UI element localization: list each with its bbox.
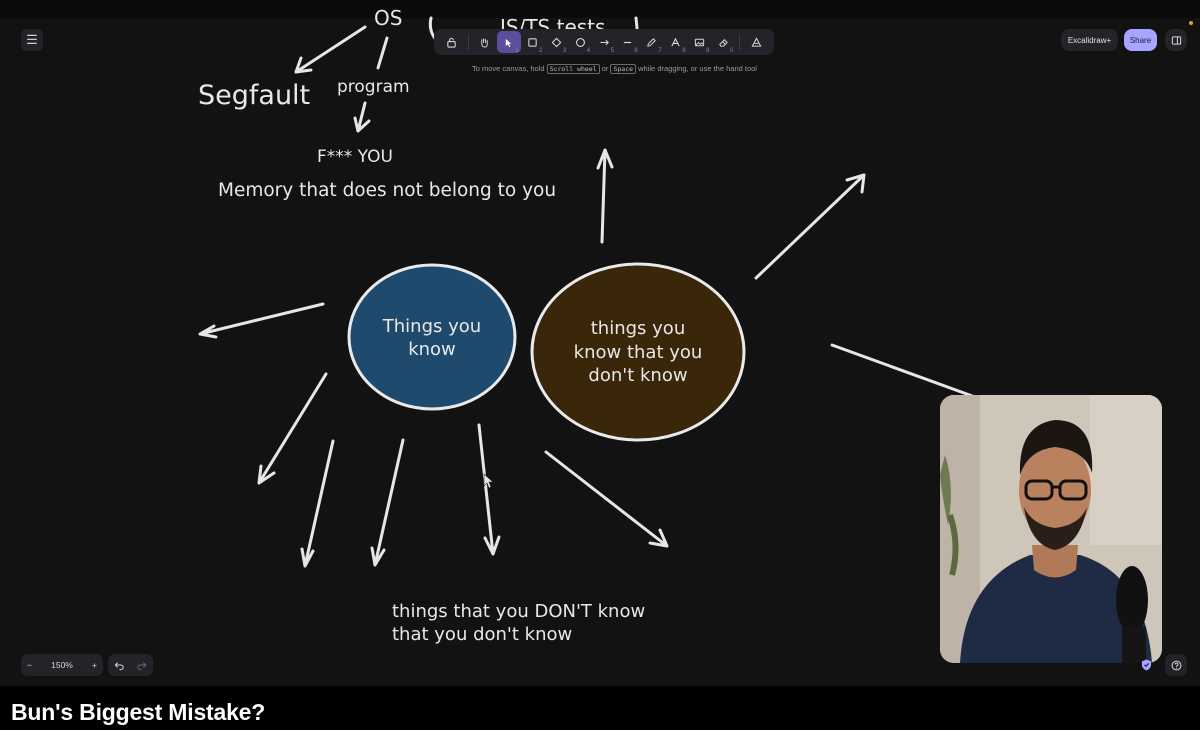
eraser-icon — [719, 38, 728, 47]
help-icon — [1171, 660, 1181, 670]
excalidraw-plus-button[interactable]: Excalidraw+ — [1061, 29, 1118, 51]
circle-ku-line-1: things you — [591, 318, 685, 339]
image-tool[interactable]: 9 — [688, 31, 712, 54]
os-label: OS — [374, 6, 402, 30]
canvas-hint: To move canvas, hold Scroll wheel or Spa… — [472, 64, 757, 74]
tool-shortcut: 2 — [539, 48, 543, 54]
toolbar-divider — [467, 34, 469, 50]
hint-key-scroll-wheel: Scroll wheel — [546, 64, 600, 74]
tool-shortcut: 7 — [658, 48, 662, 54]
lock-tool[interactable] — [440, 31, 464, 53]
unknown-unknowns-line-2: that you don't know — [392, 624, 572, 645]
recording-dot — [1189, 21, 1193, 25]
segfault-label: Segfault — [198, 80, 310, 111]
arrow-tool[interactable]: 5 — [592, 31, 616, 54]
hand-tool[interactable] — [473, 31, 497, 53]
arrow-down-right — [544, 450, 669, 548]
webcam-overlay — [940, 395, 1162, 663]
tool-shortcut: 9 — [706, 48, 710, 54]
hamburger-icon: ☰ — [26, 32, 38, 47]
rectangle-tool[interactable]: 2 — [521, 31, 545, 54]
diamond-tool[interactable]: 3 — [544, 31, 568, 54]
more-tools-icon — [751, 36, 762, 47]
redo-icon[interactable] — [136, 660, 147, 671]
arrow-up-center — [596, 148, 614, 244]
sidebar-icon — [1171, 35, 1181, 45]
help-button[interactable] — [1165, 654, 1187, 676]
tool-shortcut: 5 — [610, 48, 614, 54]
lock-icon — [447, 37, 457, 48]
line-tool[interactable]: 6 — [616, 31, 640, 54]
line-icon — [624, 41, 632, 43]
pencil-tool[interactable]: 7 — [640, 31, 664, 54]
zoom-in-button[interactable]: + — [92, 660, 97, 670]
circle-things-you-know-dont-know — [530, 262, 746, 442]
rectangle-icon — [528, 37, 537, 47]
program-label: program — [337, 77, 410, 97]
hint-suffix: while dragging, or use the hand tool — [638, 64, 757, 73]
presenter-video — [940, 395, 1162, 663]
arrow-os-to-segfault — [294, 25, 367, 74]
zoom-out-button[interactable]: − — [27, 660, 32, 670]
ellipse-icon — [575, 37, 585, 47]
drawing-canvas[interactable]: OS JS/TS tests Segfault program F*** YOU… — [0, 0, 1200, 686]
hint-prefix: To move canvas, hold — [472, 64, 545, 73]
memory-label: Memory that does not belong to you — [218, 180, 556, 201]
tool-shortcut: 1 — [515, 48, 519, 54]
main-menu-button[interactable]: ☰ — [21, 29, 43, 51]
tool-shortcut: 6 — [634, 48, 638, 54]
hand-icon — [481, 37, 488, 48]
arrow-up-right — [754, 173, 866, 280]
excalidraw-app: OS JS/TS tests Segfault program F*** YOU… — [0, 0, 1200, 686]
tool-shortcut: 0 — [729, 48, 734, 54]
tool-shortcut: 8 — [682, 48, 686, 54]
diamond-icon — [551, 37, 562, 47]
shape-toolbar: 1 2 3 4 5 6 7 8 — [434, 29, 774, 55]
hint-key-space: Space — [610, 64, 637, 74]
arrow-left — [198, 302, 325, 339]
zoom-level[interactable]: 150% — [51, 660, 73, 670]
arrow-down-left-1 — [257, 372, 328, 485]
more-tools[interactable] — [744, 31, 768, 53]
arrow-icon — [599, 39, 609, 45]
ellipse-tool[interactable]: 4 — [568, 31, 592, 54]
circle-things-you-know — [347, 263, 517, 411]
arrow-down-center — [477, 423, 501, 556]
circle-known-line-1: Things you — [382, 316, 481, 337]
arrow-os-to-program — [376, 36, 389, 70]
arrow-down-left-2 — [300, 439, 335, 568]
undo-redo-controls — [108, 654, 153, 676]
tool-shortcut: 4 — [586, 48, 591, 54]
library-button[interactable] — [1165, 29, 1187, 51]
text-icon — [671, 37, 680, 46]
line-right — [830, 343, 977, 399]
circle-ku-line-2: know that you — [574, 342, 703, 363]
arrow-program-down — [353, 101, 371, 133]
top-strip — [0, 0, 1200, 18]
unknown-unknowns-line-1: things that you DON'T know — [392, 601, 645, 622]
arrow-down-left-3 — [370, 438, 405, 567]
shield-check-icon[interactable] — [1141, 659, 1152, 671]
hint-or: or — [601, 64, 609, 73]
circle-ku-line-3: don't know — [588, 365, 687, 386]
pencil-icon — [647, 37, 657, 47]
text-tool[interactable]: 8 — [664, 31, 688, 54]
image-icon — [694, 38, 705, 46]
share-button[interactable]: Share — [1124, 29, 1157, 51]
tool-shortcut: 3 — [562, 48, 567, 54]
video-title: Bun's Biggest Mistake? — [11, 699, 266, 725]
undo-icon[interactable] — [114, 660, 125, 671]
selection-tool[interactable]: 1 — [496, 31, 521, 54]
mouse-cursor — [483, 473, 494, 489]
partial-tick — [634, 16, 639, 30]
f-you-label: F*** YOU — [317, 147, 393, 167]
eraser-tool[interactable]: 0 — [711, 31, 735, 54]
selection-icon — [505, 38, 512, 47]
toolbar-divider — [739, 34, 741, 50]
circle-known-line-2: know — [408, 339, 456, 360]
zoom-controls: − 150% + — [21, 654, 103, 676]
